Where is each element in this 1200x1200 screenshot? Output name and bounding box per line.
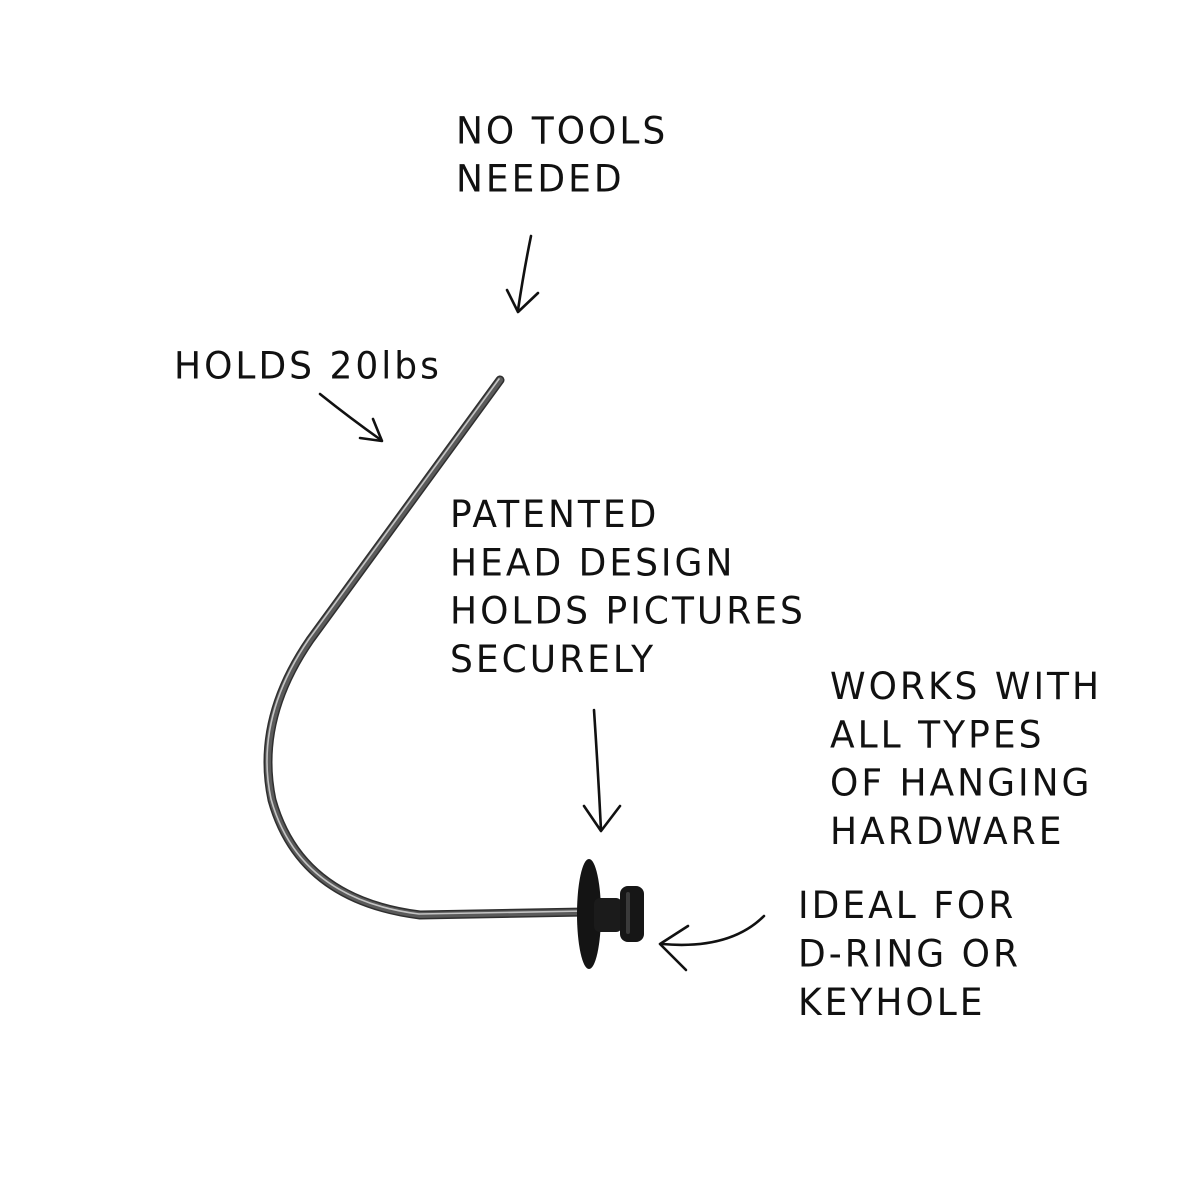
callout-line: HARDWARE	[830, 810, 1065, 854]
callout-line: OF HANGING	[830, 762, 1093, 806]
callout-line: HOLDS 20lbs	[174, 344, 442, 388]
callout-ideal-for: IDEAL FOR D-RING OR KEYHOLE	[798, 883, 1021, 1028]
head-flange	[577, 859, 601, 969]
head-neck	[594, 898, 622, 932]
arrow-holds	[318, 392, 384, 443]
arrow-no-tools	[505, 234, 540, 314]
callout-no-tools: NO TOOLS NEEDED	[456, 108, 668, 205]
callout-line: ALL TYPES	[830, 713, 1045, 757]
callout-line: PATENTED	[450, 493, 660, 537]
callout-line: KEYHOLE	[798, 981, 986, 1025]
callout-line: NEEDED	[456, 158, 625, 202]
arrow-patented	[582, 708, 622, 833]
wire-highlight	[266, 378, 586, 915]
wire-hanger	[263, 375, 590, 920]
head-cap	[620, 886, 644, 942]
callout-arrows	[318, 234, 766, 972]
callout-line: HOLDS PICTURES	[450, 590, 806, 634]
callout-works-with: WORKS WITH ALL TYPES OF HANGING HARDWARE	[830, 663, 1102, 856]
callout-holds-weight: HOLDS 20lbs	[174, 343, 442, 391]
callout-line: IDEAL FOR	[798, 884, 1017, 928]
head-cap-shine	[626, 892, 630, 934]
arrow-ideal	[658, 914, 766, 972]
callout-line: NO TOOLS	[456, 109, 669, 153]
callout-line: D-RING OR	[798, 932, 1021, 976]
callout-patented-head: PATENTED HEAD DESIGN HOLDS PICTURES SECU…	[450, 491, 806, 684]
callout-line: SECURELY	[450, 638, 657, 682]
callout-line: HEAD DESIGN	[450, 541, 736, 585]
callout-line: WORKS WITH	[830, 665, 1103, 709]
hanger-head	[577, 859, 644, 969]
